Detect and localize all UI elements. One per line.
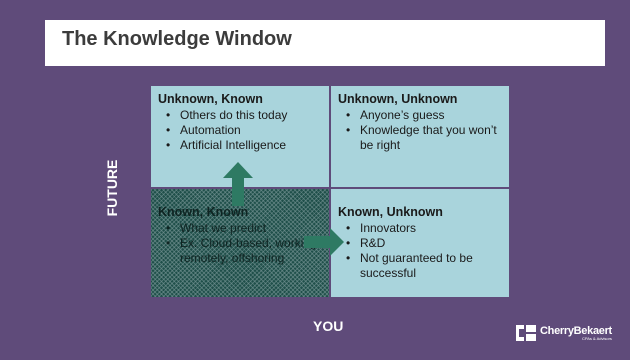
logo-tagline-text: CPAs & Advisors [581,335,612,341]
quadrant-known-unknown: Known, Unknown Innovators R&D Not guaran… [330,188,510,298]
logo-brand-text: CherryBekaert [540,324,612,337]
slide-title: The Knowledge Window [62,28,292,50]
quadrant-list: Innovators R&D Not guaranteed to be succ… [338,221,501,281]
arrow-up-icon [223,162,253,206]
list-item: Ex. Cloud-based, working remotely, offsh… [166,236,321,266]
quadrant-heading: Unknown, Known [158,92,263,106]
list-item: Artificial Intelligence [166,138,321,153]
list-item: Anyone’s guess [346,108,501,123]
quadrant-list: Anyone’s guess Knowledge that you won’t … [338,108,501,153]
quadrant-list: What we predict Ex. Cloud-based, working… [158,221,321,266]
arrow-right-icon [304,228,344,256]
title-band [45,20,605,66]
cherry-bekaert-logo-mark-icon [516,325,536,341]
quadrant-unknown-known: Unknown, Known Others do this today Auto… [150,85,330,188]
list-item: Others do this today [166,108,321,123]
axis-label-future: FUTURE [104,159,120,217]
list-item: What we predict [166,221,321,236]
list-item: Knowledge that you won’t be right [346,123,501,153]
quadrant-heading: Known, Known [158,205,249,219]
quadrant-heading: Unknown, Unknown [338,92,458,106]
quadrant-unknown-unknown: Unknown, Unknown Anyone’s guess Knowledg… [330,85,510,188]
axis-label-you: YOU [313,318,344,334]
list-item: Innovators [346,221,501,236]
quadrant-heading: Known, Unknown [338,205,443,219]
list-item: Automation [166,123,321,138]
list-item: Not guaranteed to be successful [346,251,501,281]
quadrant-list: Others do this today Automation Artifici… [158,108,321,153]
list-item: R&D [346,236,501,251]
cherry-bekaert-logo: CherryBekaert CPAs & Advisors [516,322,612,344]
quadrant-known-known: Known, Known What we predict Ex. Cloud-b… [150,188,330,298]
